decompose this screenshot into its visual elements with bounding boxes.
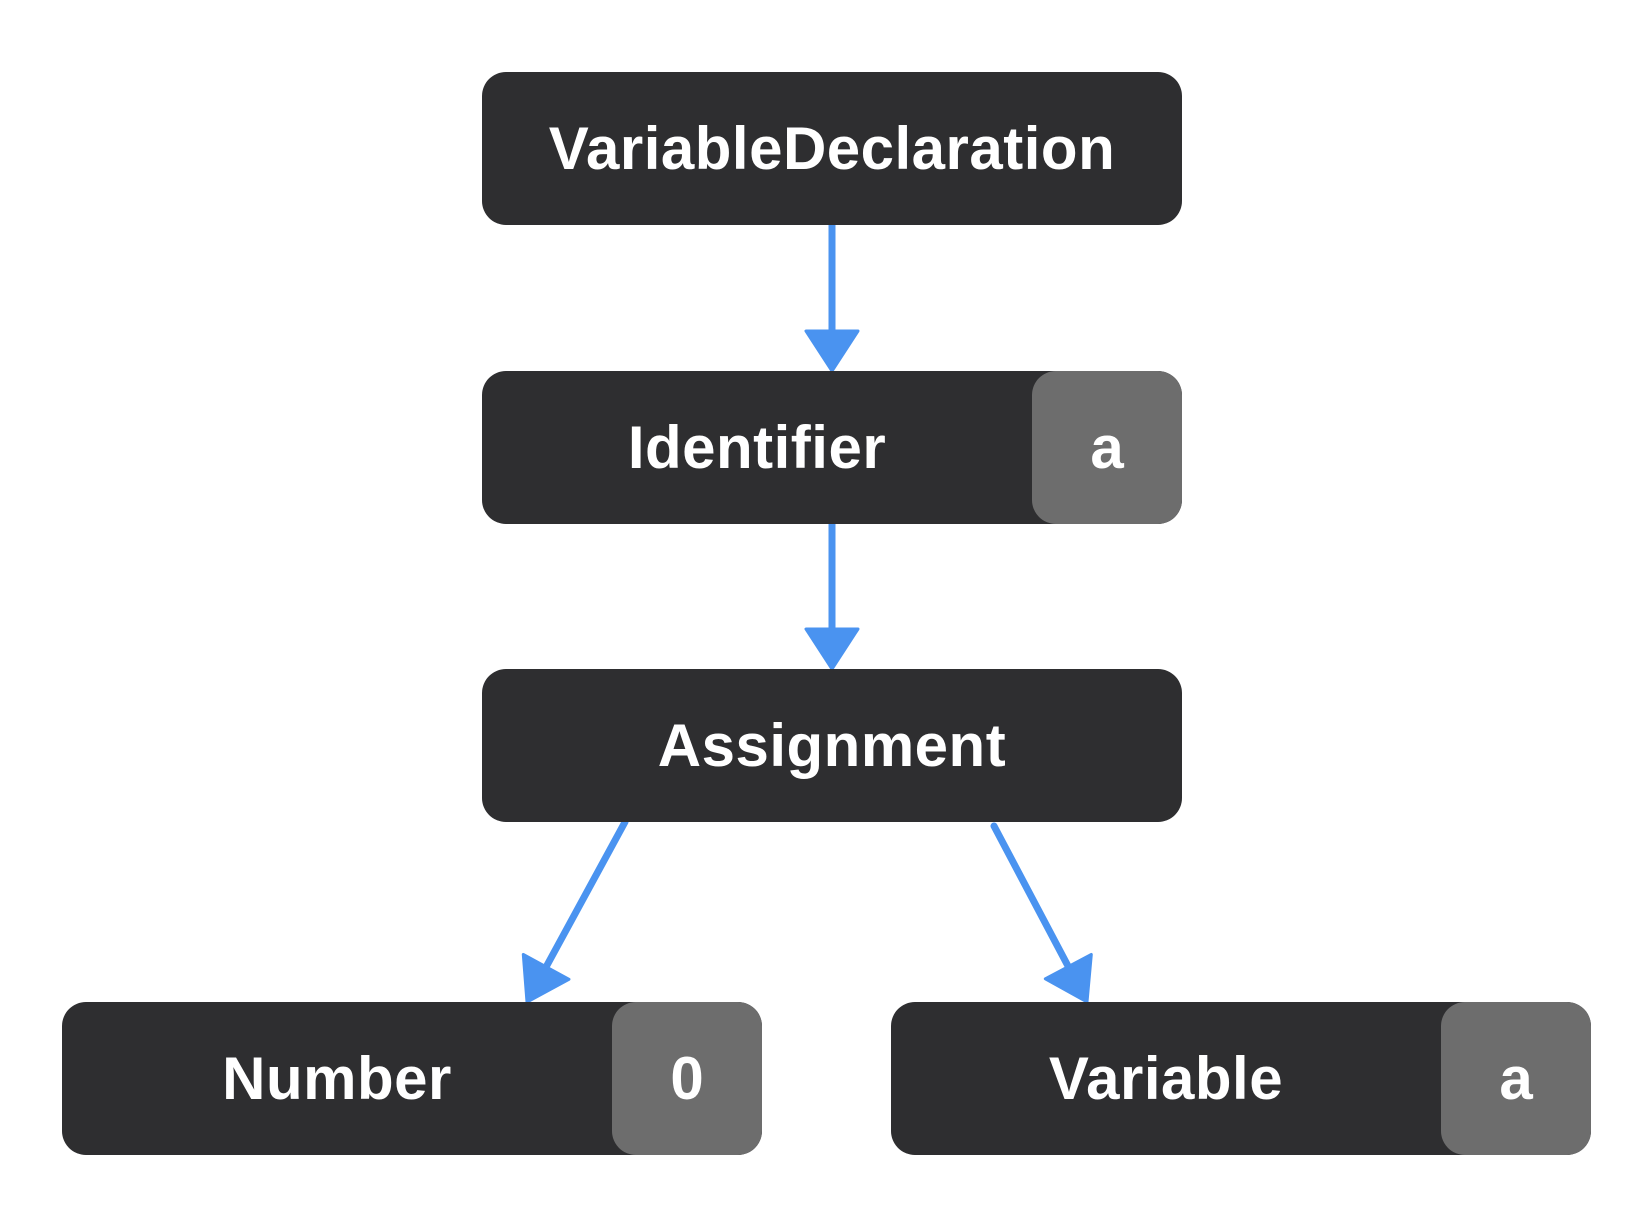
- node-number: Number 0: [62, 1002, 762, 1155]
- node-value: a: [1032, 371, 1182, 524]
- node-variable: Variable a: [891, 1002, 1591, 1155]
- edge-line-assignment-number: [542, 818, 629, 971]
- node-label: Number: [222, 1045, 452, 1112]
- node-value: 0: [612, 1002, 762, 1155]
- node-label: Identifier: [627, 414, 887, 481]
- edge-arrowhead-variable_declaration-identifier: [804, 329, 860, 373]
- edge-arrowhead-identifier-assignment: [804, 627, 860, 671]
- node-identifier: Identifier a: [482, 371, 1182, 524]
- node-label: Variable: [1048, 1045, 1284, 1112]
- node-label: Assignment: [657, 712, 1007, 779]
- edge-line-assignment-variable: [990, 822, 1072, 971]
- node-label: VariableDeclaration: [548, 115, 1116, 182]
- node-variable-declaration: VariableDeclaration: [482, 72, 1182, 225]
- edge-arrowhead-assignment-variable: [1043, 952, 1093, 1004]
- node-assignment: Assignment: [482, 669, 1182, 822]
- edge-arrowhead-assignment-number: [521, 952, 571, 1004]
- node-value: a: [1441, 1002, 1591, 1155]
